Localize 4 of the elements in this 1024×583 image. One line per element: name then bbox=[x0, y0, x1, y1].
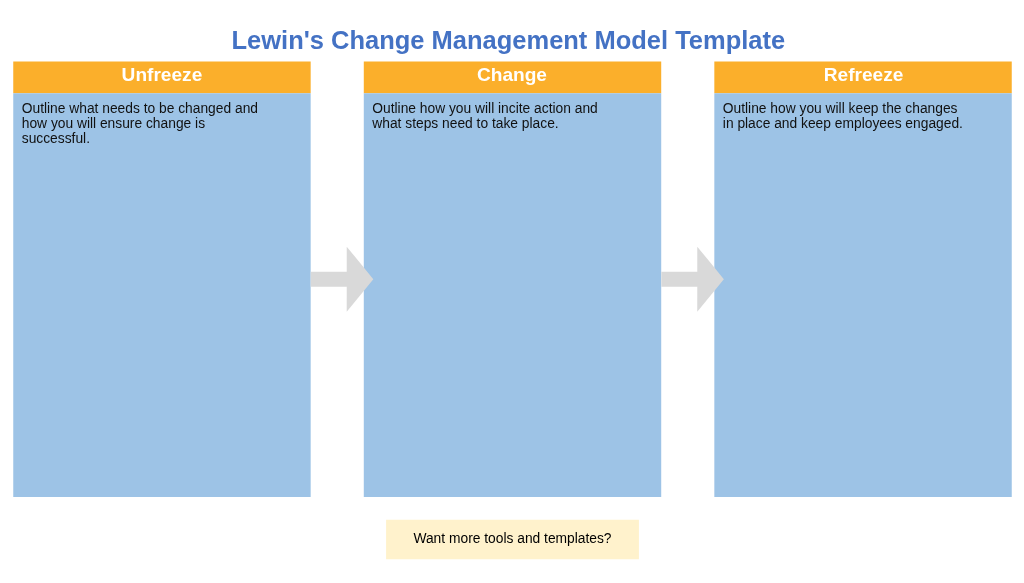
arrow bbox=[660, 246, 724, 312]
label: Want more tools and templates? bbox=[412, 530, 612, 546]
diagram-title: Lewin's Change Management Model Template bbox=[231, 25, 785, 54]
arrow bbox=[310, 246, 373, 312]
